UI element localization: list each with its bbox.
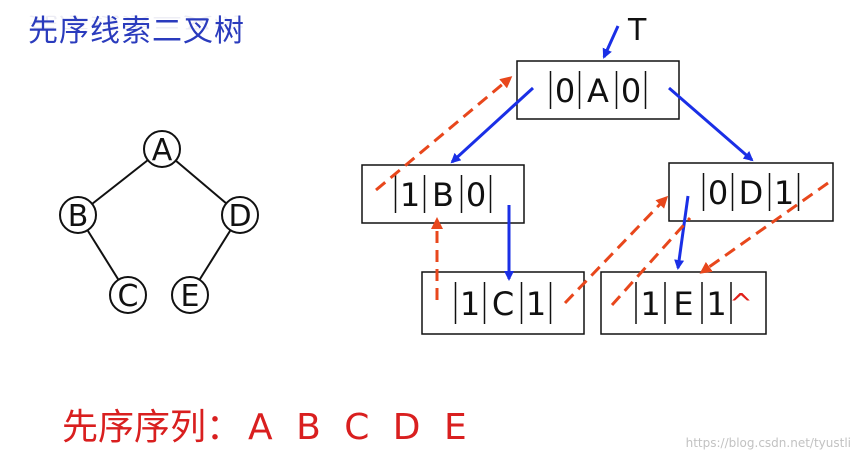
thread-node-box [361, 164, 525, 224]
threaded-links [375, 76, 829, 307]
tree-node-D: D [221, 196, 259, 234]
field-ltag: 0 [555, 72, 575, 110]
tree-node-circle [109, 276, 147, 314]
field-ltag: 1 [640, 285, 660, 323]
field-ltag: 1 [460, 285, 480, 323]
field-data: C [492, 285, 514, 323]
field-data: E [673, 285, 693, 323]
tree-node-circle [171, 276, 209, 314]
field-rtag: 0 [466, 176, 486, 214]
preorder-sequence: 先序序列：A B C D E [62, 398, 473, 450]
field-ltag: 0 [708, 174, 728, 212]
field-rtag: 1 [774, 174, 794, 212]
tree-node-label: A [152, 133, 173, 168]
field-rtag: 1 [706, 285, 726, 323]
thread-link-C-D [563, 195, 669, 305]
tree-node-B: B [59, 196, 97, 234]
field-rtag: 0 [621, 72, 641, 110]
tree-node-label: E [181, 279, 200, 314]
tree-node-C: C [109, 276, 147, 314]
page-title: 先序线索二叉树 [28, 14, 245, 49]
field-data: A [587, 72, 609, 110]
tree-edge-B-C [86, 229, 120, 281]
tree-node-circle [143, 130, 181, 168]
thread-link-E-D [699, 181, 829, 274]
tree-edge-D-E [198, 229, 232, 281]
thread-link-B-A [375, 76, 513, 192]
field-ltag: 1 [400, 176, 420, 214]
sequence-label: 先序序列： [62, 407, 243, 448]
tree-node-label: C [118, 279, 139, 314]
child-link-A-D [668, 86, 754, 162]
tree-node-A: A [143, 130, 181, 168]
sequence-value: A B C D E [248, 407, 473, 448]
field-rtag: 1 [526, 285, 546, 323]
field-data: B [432, 176, 454, 214]
null-marker: ^ [729, 287, 752, 320]
watermark: https://blog.csdn.net/tyustli [685, 436, 851, 450]
root-pointer-label: T [627, 13, 647, 48]
root-pointer-arrow [602, 25, 620, 59]
tree-node-label: B [68, 199, 89, 234]
field-data: D [739, 174, 764, 212]
child-link-D-E [674, 195, 690, 270]
tree-edge-A-D [175, 159, 227, 205]
thread-node-box [600, 271, 767, 335]
tree-edge-A-B [91, 159, 149, 205]
binary-tree: A B D C E [59, 130, 259, 314]
thread-node-box [516, 60, 680, 120]
tree-node-label: D [228, 199, 251, 234]
tree-node-circle [59, 196, 97, 234]
root-pointer-group: T [602, 13, 647, 59]
tree-node-circle [221, 196, 259, 234]
thread-node-box [668, 162, 834, 222]
thread-link-E-left [610, 216, 692, 307]
child-link-A-B [450, 86, 535, 164]
tree-node-E: E [171, 276, 209, 314]
thread-node-box [421, 271, 585, 335]
